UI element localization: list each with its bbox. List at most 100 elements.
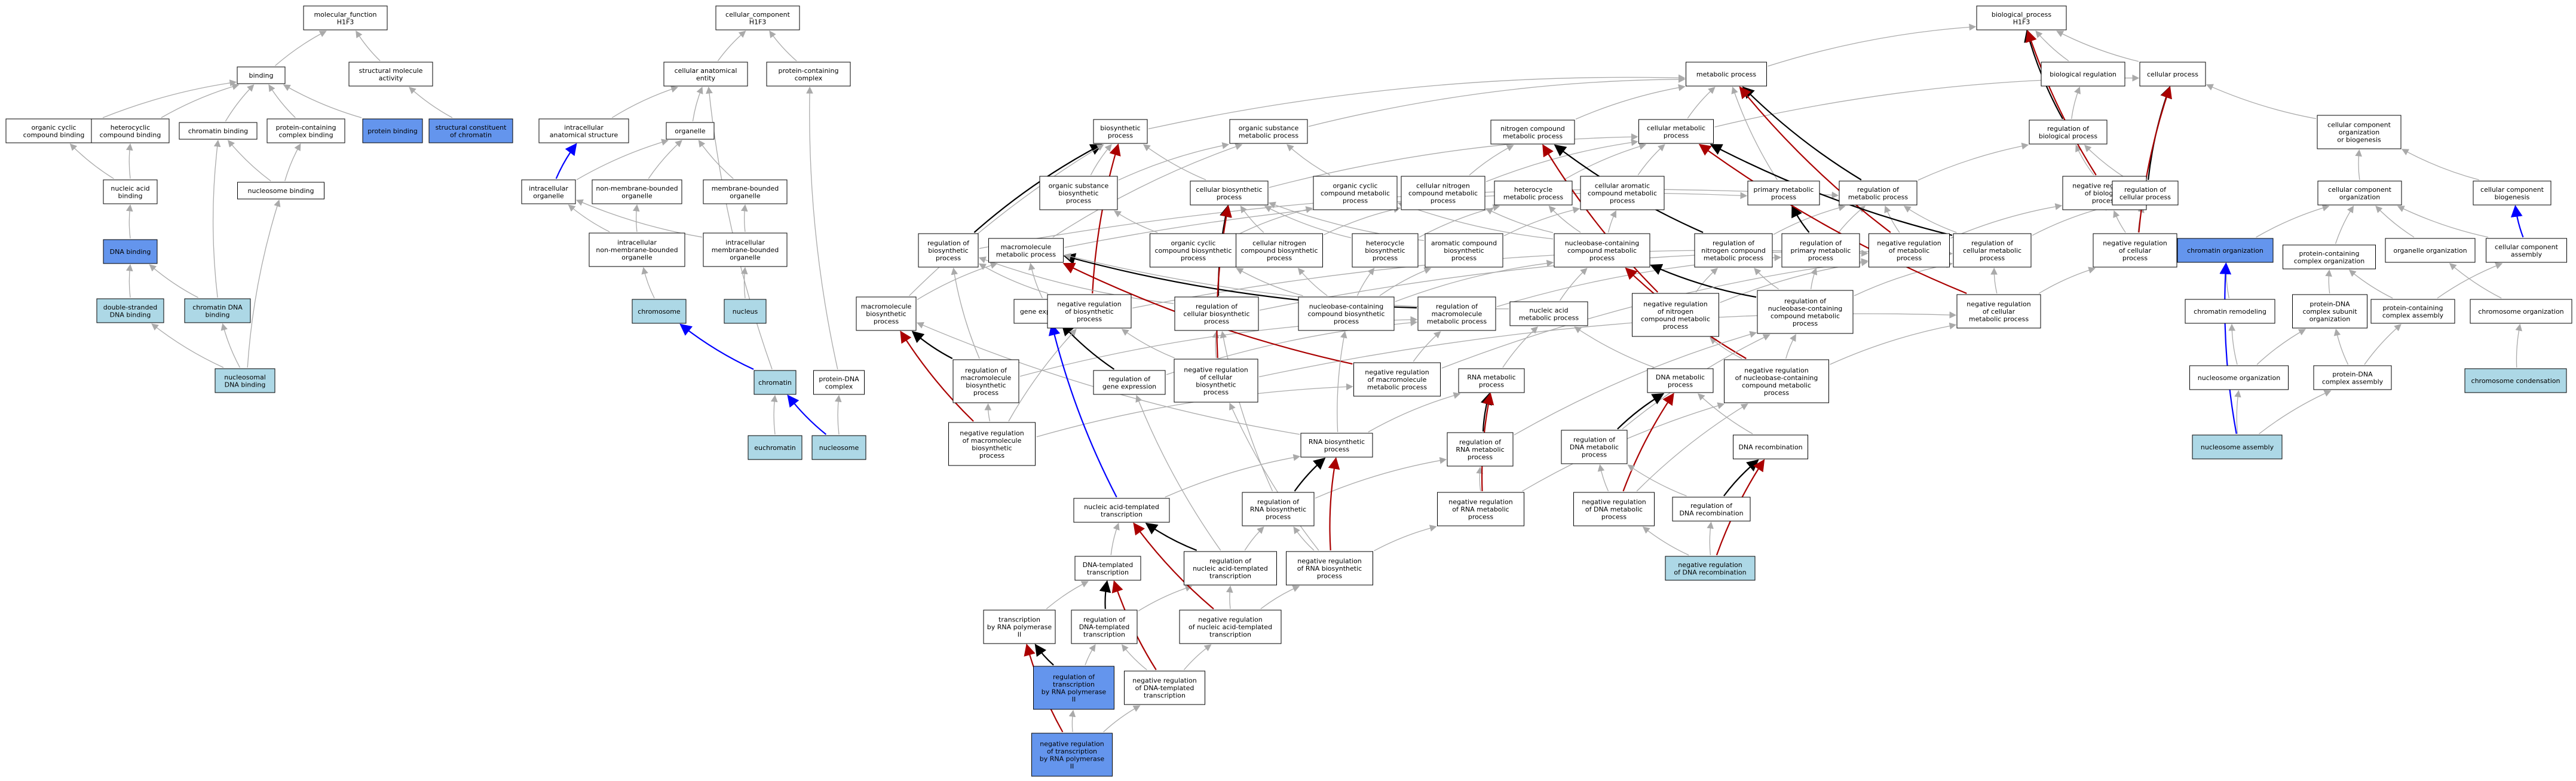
node-nucb[interactable]: nucleosome binding — [237, 182, 324, 200]
node-nucleosome[interactable]: nucleosome — [811, 435, 866, 460]
node-chrb[interactable]: chromatin binding — [179, 122, 258, 140]
node-organelle[interactable]: organelle — [666, 122, 715, 140]
node-chromosome[interactable]: chromosome — [632, 299, 687, 324]
node-euchromatin[interactable]: euchromatin — [748, 435, 802, 460]
node-nucasm[interactable]: nucleosome assembly — [2192, 434, 2283, 460]
node-cp[interactable]: cellular process — [2139, 62, 2206, 87]
node-nucorg[interactable]: nucleosome organization — [2189, 365, 2289, 390]
node-breg[interactable]: biological regulation — [2041, 62, 2125, 87]
node-protb[interactable]: protein binding — [362, 118, 423, 143]
node-chrrem[interactable]: chromatin remodeling — [2185, 299, 2275, 324]
node-chromorg[interactable]: chromosome organization — [2470, 299, 2572, 324]
node-orgorg[interactable]: organelle organization — [2385, 238, 2476, 263]
node-chrorg[interactable]: chromatin organization — [2177, 238, 2274, 263]
node-dnab[interactable]: DNA binding — [103, 239, 158, 264]
node-mp[interactable]: metabolic process — [1686, 62, 1767, 87]
node-chrcond[interactable]: chromosome condensation — [2464, 368, 2567, 393]
node-chromatin[interactable]: chromatin — [753, 370, 797, 395]
node-dnarec[interactable]: DNA recombination — [1733, 434, 1808, 460]
